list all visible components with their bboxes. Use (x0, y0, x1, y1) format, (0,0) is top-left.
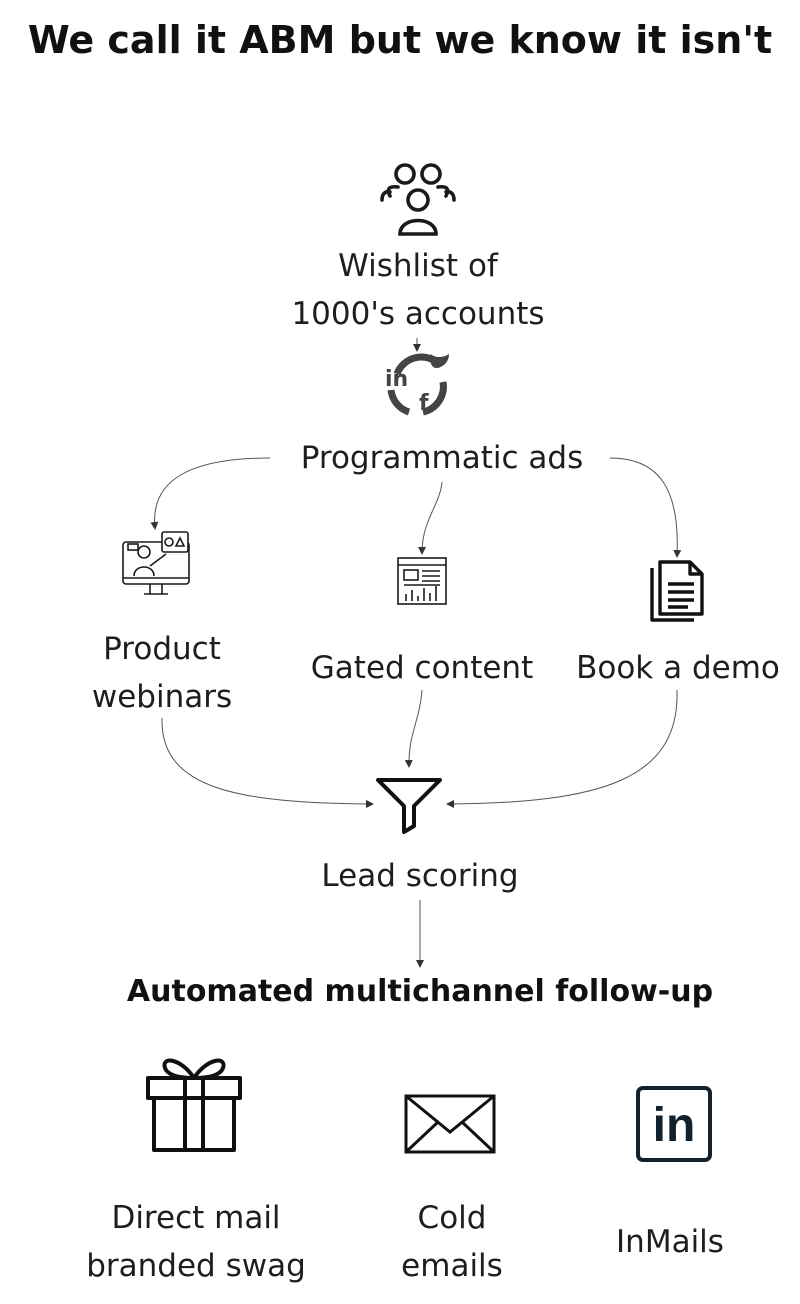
webinars-label-line2: webinars (91, 679, 233, 715)
arrow-demo-to-scoring (446, 689, 678, 808)
svg-text:f: f (419, 391, 429, 416)
linkedin-icon: in (636, 1086, 712, 1162)
gift-icon (146, 1058, 242, 1152)
arrow-ads-to-demo (609, 457, 682, 558)
linkedin-glyph: in (653, 1099, 696, 1152)
followup-heading: Automated multichannel follow-up (126, 974, 714, 1009)
arrow-ads-to-webinars (150, 457, 271, 530)
gated-label: Gated content (310, 650, 534, 686)
arrow-gated-to-scoring (404, 689, 423, 768)
people-group-icon (380, 163, 456, 236)
channel-cold-emails-line2: emails (401, 1248, 503, 1284)
channel-inmails-label: InMails (616, 1224, 724, 1260)
funnel-icon (376, 778, 442, 834)
envelope-icon (404, 1094, 496, 1154)
wishlist-label-line2: 1000's accounts (291, 296, 545, 332)
channel-direct-mail-line2: branded swag (86, 1248, 306, 1284)
document-icon (650, 560, 704, 622)
ads-label: Programmatic ads (300, 440, 584, 476)
report-page-icon (397, 557, 447, 605)
svg-text:in: in (385, 367, 408, 392)
demo-label: Book a demo (576, 650, 780, 686)
arrow-ads-to-gated (418, 481, 443, 555)
channel-cold-emails-line1: Cold (417, 1200, 487, 1236)
wishlist-label-line1: Wishlist of (338, 248, 498, 284)
channel-direct-mail-line1: Direct mail (111, 1200, 281, 1236)
webinars-label-line1: Product (103, 631, 221, 667)
webinar-presenter-icon (122, 531, 190, 595)
page-title: We call it ABM but we know it isn't (27, 18, 773, 62)
arrow-webinars-to-scoring (161, 717, 374, 808)
scoring-label: Lead scoring (321, 858, 519, 894)
social-media-icon: in f (385, 353, 449, 416)
